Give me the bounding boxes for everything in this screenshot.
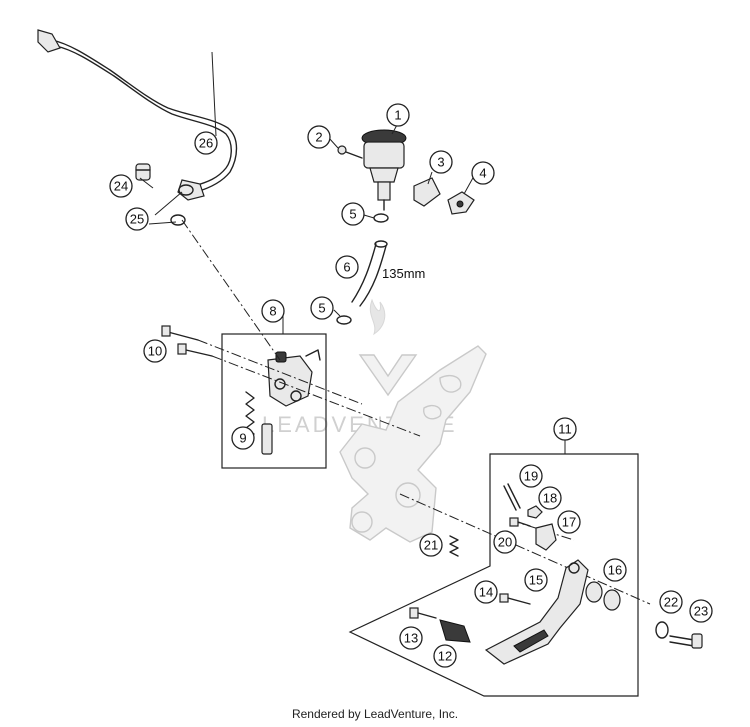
hose-length-label: 135mm — [382, 266, 425, 281]
callout-3: 3 — [429, 150, 453, 174]
reservoir-screw — [337, 145, 363, 159]
reservoir-hose — [351, 240, 388, 307]
svg-text:22: 22 — [664, 595, 678, 610]
banjo-bolt — [135, 163, 151, 181]
reservoir-bracket — [413, 177, 441, 207]
callout-25: 25 — [125, 207, 149, 231]
callout-11: 11 — [553, 417, 577, 441]
callout-4: 4 — [471, 161, 495, 185]
hose-clamp-upper — [373, 213, 389, 223]
clevis-pin — [503, 483, 521, 511]
brake-pedal-lever — [484, 559, 589, 665]
callout-5-upper: 5 — [341, 202, 365, 226]
svg-text:5: 5 — [318, 301, 325, 316]
callout-13: 13 — [399, 626, 423, 650]
svg-text:19: 19 — [524, 469, 538, 484]
svg-text:8: 8 — [269, 304, 276, 319]
callout-2: 2 — [307, 125, 331, 149]
svg-text:13: 13 — [404, 631, 418, 646]
callout-17: 17 — [557, 510, 581, 534]
clevis — [535, 523, 557, 551]
brake-pedal-group-box — [348, 453, 639, 697]
svg-text:11: 11 — [558, 422, 572, 437]
render-credit: Rendered by LeadVenture, Inc. — [291, 707, 459, 721]
callout-5-lower: 5 — [310, 296, 334, 320]
pedal-tip-bolt — [499, 593, 531, 605]
svg-text:26: 26 — [199, 136, 213, 151]
svg-text:5: 5 — [349, 207, 356, 222]
pedal-bushings — [585, 581, 621, 611]
clevis-nut — [527, 505, 543, 519]
pedal-washer — [655, 621, 669, 639]
svg-text:9: 9 — [239, 431, 246, 446]
reservoir-clamp — [447, 191, 475, 215]
hose-clamp-lower — [336, 315, 352, 325]
svg-text:24: 24 — [114, 179, 128, 194]
return-spring — [449, 535, 459, 557]
mounting-bolts — [161, 325, 213, 357]
callout-9: 9 — [231, 426, 255, 450]
svg-text:17: 17 — [562, 515, 576, 530]
svg-text:23: 23 — [694, 604, 708, 619]
pedal-pivot-bolt — [669, 633, 703, 649]
callout-24: 24 — [109, 174, 133, 198]
callout-15: 15 — [524, 568, 548, 592]
pedal-step-bolt — [409, 607, 437, 619]
clevis-bolt — [509, 517, 531, 527]
callout-20: 20 — [493, 530, 517, 554]
callout-16: 16 — [603, 558, 627, 582]
svg-text:2: 2 — [315, 130, 322, 145]
frame-bracket-ghost — [339, 345, 487, 543]
callout-14: 14 — [474, 580, 498, 604]
svg-text:15: 15 — [529, 573, 543, 588]
brake-fluid-reservoir — [361, 129, 407, 211]
svg-text:12: 12 — [438, 649, 452, 664]
master-cylinder-group-box — [221, 333, 327, 469]
callout-18: 18 — [538, 486, 562, 510]
callout-26: 26 — [194, 131, 218, 155]
svg-text:6: 6 — [343, 260, 350, 275]
svg-text:25: 25 — [130, 212, 144, 227]
svg-text:21: 21 — [424, 538, 438, 553]
leader-lines — [139, 51, 475, 334]
pedal-step — [439, 619, 471, 643]
svg-text:4: 4 — [479, 166, 486, 181]
callout-12: 12 — [433, 644, 457, 668]
svg-text:16: 16 — [608, 563, 622, 578]
callout-6: 6 — [335, 255, 359, 279]
svg-text:14: 14 — [479, 585, 493, 600]
brake-master-cylinder — [267, 349, 321, 407]
svg-text:10: 10 — [148, 344, 162, 359]
svg-text:20: 20 — [498, 535, 512, 550]
callout-19: 19 — [519, 464, 543, 488]
callout-1: 1 — [386, 103, 410, 127]
callout-10: 10 — [143, 339, 167, 363]
callout-22: 22 — [659, 590, 683, 614]
sealing-washers — [170, 184, 194, 226]
callout-8: 8 — [261, 299, 285, 323]
svg-text:3: 3 — [437, 155, 444, 170]
leadventure-watermark-logo — [358, 298, 418, 397]
svg-text:1: 1 — [394, 108, 401, 123]
svg-text:18: 18 — [543, 491, 557, 506]
callout-23: 23 — [689, 599, 713, 623]
callout-21: 21 — [419, 533, 443, 557]
assembly-center-lines — [181, 219, 651, 605]
